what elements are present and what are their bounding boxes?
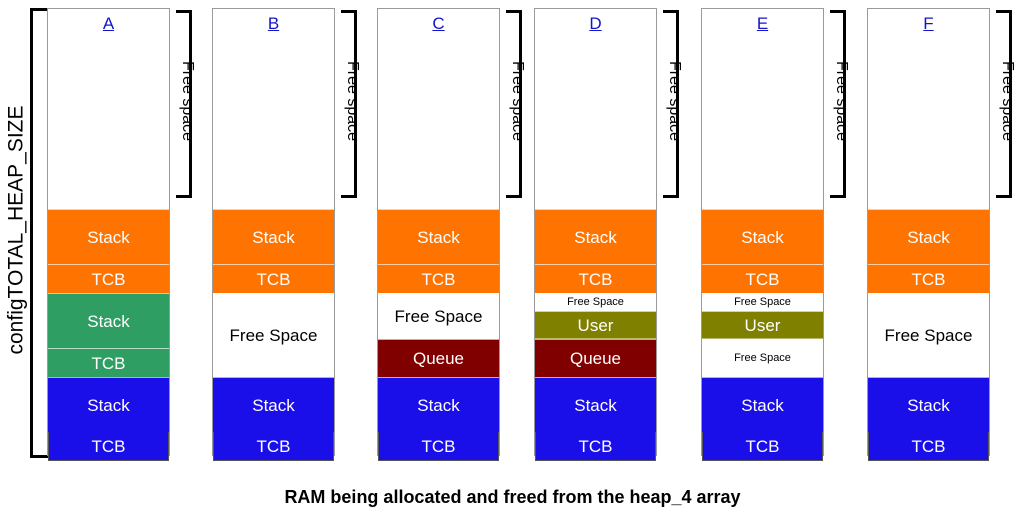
memory-block-tcb: TCB xyxy=(213,432,334,461)
free-space-bracket-label-text: Free space xyxy=(666,60,684,142)
free-space-bracket-label-text: Free space xyxy=(999,60,1017,142)
memory-block-stack: Stack xyxy=(702,209,823,264)
memory-block-stack: Stack xyxy=(868,209,989,264)
memory-block-tcb: TCB xyxy=(535,264,656,293)
free-space-bracket xyxy=(830,10,846,198)
free-space-bracket-label: Free space xyxy=(663,10,685,192)
memory-block-stack: Stack xyxy=(702,377,823,432)
memory-block-tcb: TCB xyxy=(48,264,169,293)
memory-block-free-space: Free Space xyxy=(868,293,989,377)
memory-block-tcb: TCB xyxy=(868,432,989,461)
free-space-bracket xyxy=(506,10,522,198)
memory-block-tcb: TCB xyxy=(378,264,499,293)
free-space-bracket-label-text: Free space xyxy=(833,60,851,142)
free-space-bracket xyxy=(176,10,192,198)
memory-block-user: User xyxy=(702,311,823,339)
free-space-bracket-label-text: Free space xyxy=(509,60,527,142)
memory-block-free-space: Free Space xyxy=(378,293,499,339)
memory-block-user: User xyxy=(535,311,656,339)
memory-block-tcb: TCB xyxy=(48,432,169,461)
free-space-bracket-label-text: Free space xyxy=(179,60,197,142)
memory-block-stack: Stack xyxy=(213,377,334,432)
memory-block-free-space: Free Space xyxy=(702,293,823,311)
memory-block-stack: Stack xyxy=(213,209,334,264)
free-space-bracket xyxy=(996,10,1012,198)
memory-block-tcb: TCB xyxy=(535,432,656,461)
memory-block-queue: Queue xyxy=(535,339,656,377)
memory-block-tcb: TCB xyxy=(378,432,499,461)
free-space-bracket xyxy=(663,10,679,198)
heap-size-axis-label: configTOTAL_HEAP_SIZE xyxy=(2,6,30,454)
free-space-bracket-label: Free space xyxy=(830,10,852,192)
column-letter-label: F xyxy=(923,14,934,33)
memory-block-stack: Stack xyxy=(378,377,499,432)
memory-block-tcb: TCB xyxy=(702,264,823,293)
memory-block-stack: Stack xyxy=(378,209,499,264)
free-space-bracket xyxy=(341,10,357,198)
memory-block-stack: Stack xyxy=(48,209,169,264)
memory-block-free-space: Free Space xyxy=(702,339,823,377)
free-space-bracket-label-text: Free space xyxy=(344,60,362,142)
column-letter-label: B xyxy=(267,14,280,33)
column-letter-label: A xyxy=(102,14,115,33)
memory-block-tcb: TCB xyxy=(48,348,169,377)
free-space-bracket-label: Free space xyxy=(176,10,198,192)
memory-block-stack: Stack xyxy=(535,209,656,264)
total-heap-size-bracket xyxy=(30,8,49,458)
heap-size-axis-label-text: configTOTAL_HEAP_SIZE xyxy=(4,105,27,355)
memory-block-tcb: TCB xyxy=(213,264,334,293)
memory-block-queue: Queue xyxy=(378,339,499,377)
column-letter-label: E xyxy=(756,14,769,33)
diagram-caption: RAM being allocated and freed from the h… xyxy=(284,487,741,507)
memory-block-free-space: Free Space xyxy=(213,293,334,377)
memory-block-stack: Stack xyxy=(48,293,169,348)
memory-block-stack: Stack xyxy=(48,377,169,432)
memory-block-stack: Stack xyxy=(535,377,656,432)
column-letter-label: C xyxy=(432,14,445,33)
free-space-bracket-label: Free space xyxy=(341,10,363,192)
memory-block-stack: Stack xyxy=(868,377,989,432)
memory-block-free-space: Free Space xyxy=(535,293,656,311)
free-space-bracket-label: Free space xyxy=(506,10,528,192)
memory-block-tcb: TCB xyxy=(702,432,823,461)
memory-block-tcb: TCB xyxy=(868,264,989,293)
column-letter-label: D xyxy=(589,14,602,33)
free-space-bracket-label: Free space xyxy=(996,10,1018,192)
